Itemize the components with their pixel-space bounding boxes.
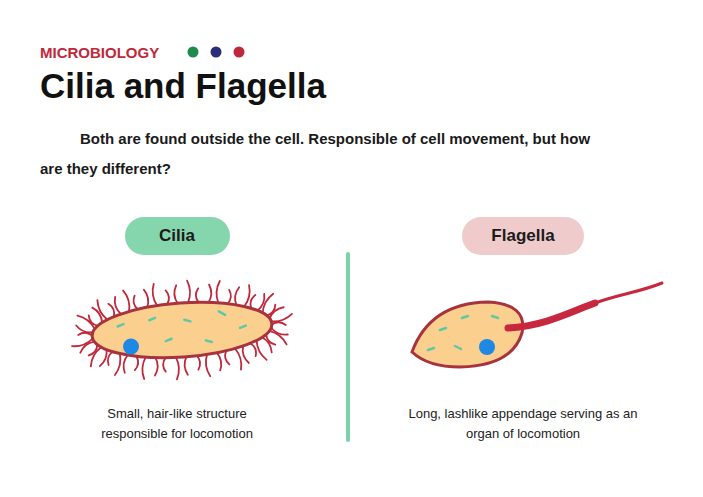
pill-text: Flagella (491, 226, 554, 246)
divider (346, 254, 350, 440)
dot (211, 47, 222, 58)
description: Long, lashlike appendage serving as an o… (393, 404, 653, 444)
dot (234, 47, 245, 58)
category-label: MICROBIOLOGY (40, 44, 159, 62)
ciliated-cell (68, 274, 296, 387)
description: Small, hair-like structure responsible f… (77, 404, 277, 444)
category-pill: Cilia (125, 217, 230, 255)
pill-text: Cilia (159, 226, 195, 246)
dot (188, 47, 199, 58)
title: Cilia and Flagella (40, 66, 326, 106)
flagellated-cell (412, 283, 662, 367)
category-pill: Flagella (462, 217, 584, 255)
subtitle: Both are found outside the cell. Respons… (40, 124, 615, 184)
